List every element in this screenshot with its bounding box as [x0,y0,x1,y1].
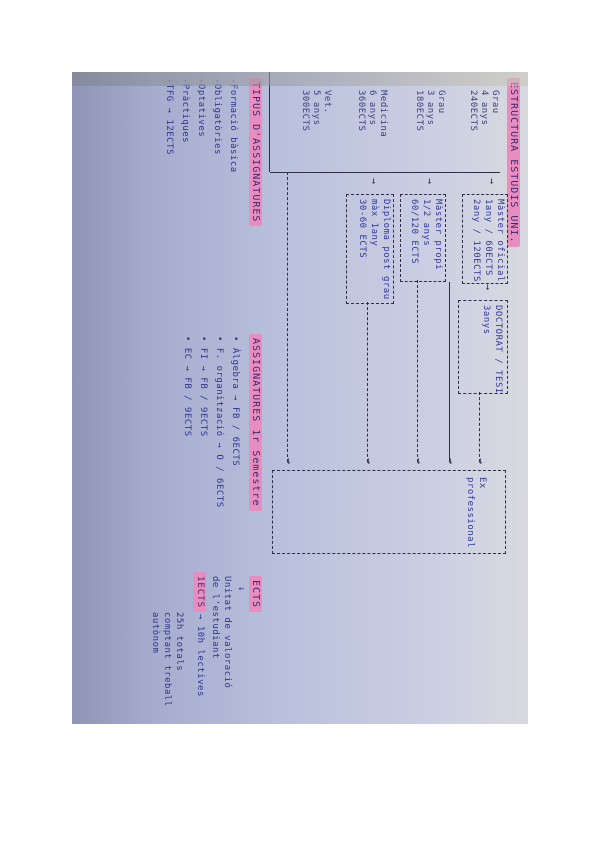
box-line: 60/120 ECTS [409,199,419,265]
connector-master-propi [417,280,418,462]
degrees-bracket-bottom [269,72,270,172]
tipus-item: -Formació bàsica [228,78,238,173]
degree-line: 300ECTS [300,90,310,132]
ects-title: ECTS [249,576,262,613]
arrow-right-icon: → [424,178,435,185]
tipus-item: -TFG → 12ECTS [164,78,174,155]
box-line: màx 1any [369,199,379,247]
arrow-right-icon: → [363,458,374,465]
connector-doctorat [479,392,480,462]
box-line: 30-60 ECTS [357,199,367,259]
structure-title: ESTRUCTURA ESTUDIS UNI. [507,78,520,248]
arrow-right-icon: → [445,458,456,465]
arrow-right-icon: → [486,178,497,185]
degree-line: Vet. [322,90,332,114]
arrow-down-icon: ↓ [236,586,246,592]
tipus-item: -Pràctiques [180,78,190,144]
ects-conversion: → 10h lectives [195,614,205,697]
arrow-right-icon: → [413,458,424,465]
ects-note: 25h totals [174,612,184,672]
tipus-item: -Optatives [196,78,206,138]
box-line: 1any / 60ECTS [483,199,493,276]
box-line: Màster propi [433,199,443,271]
degree-line: 240ECTS [468,90,478,132]
box-doctorat: DOCTORAT / TESI 3anys [458,300,508,394]
box-line: Ex [477,477,487,489]
tipus-item: -Obligatòries [212,78,222,155]
box-line: DOCTORAT / TESI [493,305,503,394]
box-line: 1/2 anys [421,199,431,247]
box-master-oficial: Màster oficial 1any / 60ECTS 2any / 120E… [462,194,508,284]
box-line: Diploma post grau [381,199,391,300]
arrow-right-icon: → [368,178,379,185]
box-line: Màster oficial [495,199,505,282]
assignatures-title: ASSIGNATURES 1r Semestre [249,334,262,511]
notebook-photo: ESTRUCTURA ESTUDIS UNI. Grau 4 anys 240E… [72,72,528,724]
degree-line: 4 anys [479,90,489,126]
degree-line: 360ECTS [356,90,366,132]
assignatura-item: • FI → FB / 9ECTS [198,336,208,437]
connector-diploma [367,302,368,462]
ects-note: comptant treball [162,612,172,707]
ects-definition: Unitat de valoració [222,576,232,689]
box-line: 2any / 120ECTS [471,199,481,282]
tipus-title: TIPUS D'ASSIGNATURES [249,78,262,227]
connector-degrees [287,172,288,462]
assignatura-item: • F. organització → O / 6ECTS [214,336,224,508]
assignatura-item: • EC → FB / 9ECTS [182,336,192,437]
degree-line: Medicina [378,90,388,138]
arrow-right-icon: → [482,284,493,291]
degree-line: 3 anys [425,90,435,126]
arrow-right-icon: → [283,458,294,465]
degree-line: Grau [436,90,446,114]
assignatura-item: • Àlgebra → FB / 6ECTS [230,336,240,467]
box-line: 3anys [481,305,491,335]
box-diploma: Diploma post grau màx 1any 30-60 ECTS [346,194,394,304]
degree-line: 6 anys [367,90,377,126]
study-structure-sheet: ESTRUCTURA ESTUDIS UNI. Grau 4 anys 240E… [72,72,528,724]
ects-definition: de l'estudiant [210,576,220,659]
arrow-right-icon: → [475,458,486,465]
box-ex-professional: Ex professional [272,470,506,554]
degree-line: 180ECTS [414,90,424,132]
degree-line: Grau [490,90,500,114]
box-line: professional [465,477,475,549]
connector-master-oficial [449,282,450,462]
box-master-propi: Màster propi 1/2 anys 60/120 ECTS [400,194,446,282]
ects-conversion-label: 1ECTS [193,572,206,613]
degree-line: 5 anys [311,90,321,126]
ects-note: autònom [150,612,160,654]
